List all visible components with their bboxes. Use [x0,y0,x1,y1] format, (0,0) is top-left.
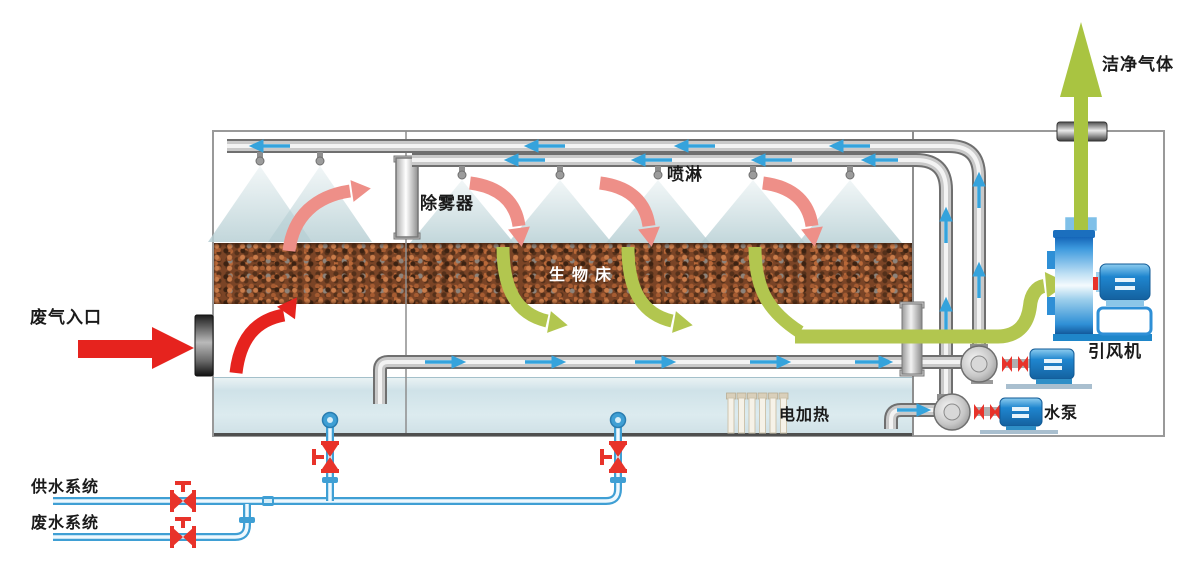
waste-gas-inlet-port [194,314,214,377]
coupling-flanges [974,404,1000,420]
spray-nozzles [255,152,855,180]
bio-bed-packing [214,243,912,304]
pump-motor [999,397,1043,427]
bio-bed-label: 生物床 [549,267,619,284]
electric-heater-label: 电加热 [779,407,831,424]
water-pump-assembly [933,393,1058,434]
demister-element [393,155,421,240]
pump-motor [1029,348,1075,380]
clean-gas-label: 洁净气体 [1102,55,1174,74]
waste-valve [170,517,196,548]
induced-draft-fan-label: 引风机 [1088,342,1142,361]
waste-gas-inlet-label: 废气入口 [30,308,102,327]
valves [170,441,627,548]
pump-inlet-elbow [884,403,940,429]
water-pump-label: 水泵 [1044,405,1079,422]
inlet-updraft-arrow [229,308,286,374]
fan-housing [1055,237,1093,334]
coupling-flanges [1002,356,1028,372]
sump-suction-pipe [373,355,964,404]
drain-valve-1 [312,441,339,473]
gas-to-fan-duct-arrow [795,279,1046,344]
induced-draft-fan-assembly [1047,214,1153,341]
downdraft-arrow-2 [598,176,656,228]
waste-gas-inlet-arrow [78,327,194,369]
water-flow-arrows [248,139,986,417]
waste-water-system-label: 废水系统 [31,515,100,532]
water-supply-pipe [53,424,622,505]
downdraft-arrow-1 [468,176,526,228]
waste-water-pipe [53,504,251,541]
supply-valve [170,481,196,512]
circulation-pump [960,344,1092,389]
spray-header-lower-pipe [412,153,953,398]
utility-piping [53,411,627,541]
drain-valve-2 [600,441,627,473]
treated-gas-arrows [496,246,1068,344]
demister-label: 除雾器 [420,194,474,213]
gas-flow-arrows [229,176,823,374]
water-supply-system-label: 供水系统 [31,479,100,496]
clean-gas-arrow [1060,22,1102,230]
spray-label: 喷淋 [667,165,703,184]
downdraft-arrow-3 [761,176,819,228]
spray-header-upper-pipe [227,139,986,348]
fan-base-box [1096,306,1153,336]
updraft-arrow-left-section [282,184,352,252]
electric-heater-rods [726,392,789,434]
